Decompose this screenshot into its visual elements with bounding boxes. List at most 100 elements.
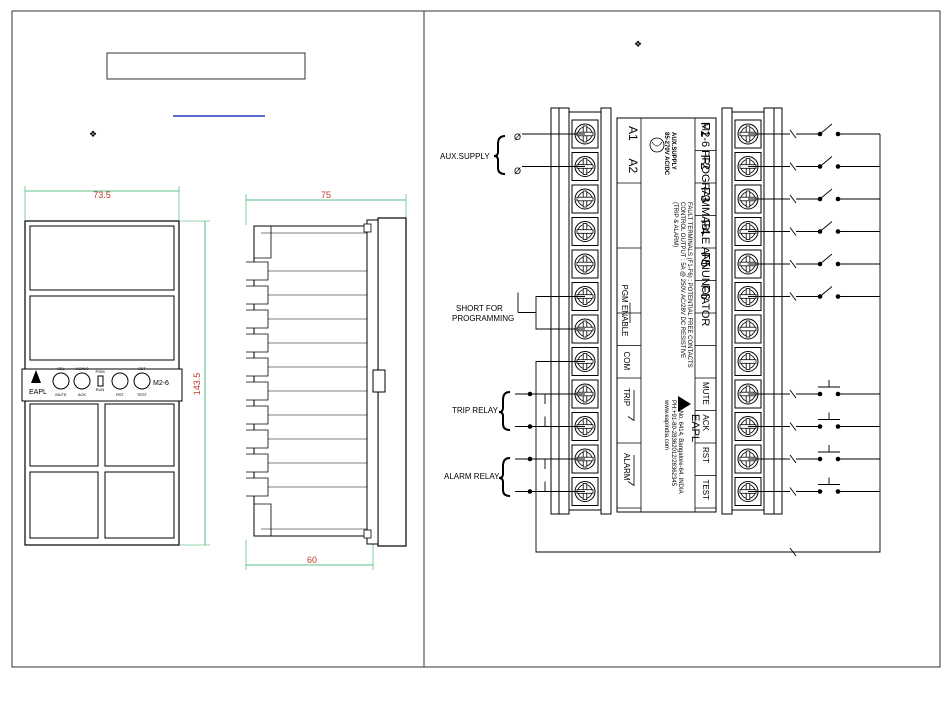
bullet-right: ❖ [634, 39, 642, 49]
page-border [11, 10, 941, 668]
aux-block-1: AUX.SUPPLY [670, 132, 676, 170]
right-terminal-label: ACK [701, 415, 710, 432]
title-box [106, 52, 306, 80]
key-label-run: RUN [96, 387, 105, 392]
rst-key [111, 372, 129, 390]
wire-break-mark [789, 162, 797, 171]
wire-break-mark [789, 422, 797, 431]
loop-break-mark [789, 547, 797, 557]
key-label-set: SET [138, 366, 146, 371]
fault-line: FAULT TERMINALS (F1-F6) : POTENTIAL FREE… [686, 202, 692, 368]
relay-contact-symbol [627, 390, 635, 422]
trip-contact-dot [527, 424, 533, 429]
aux-supply-icon [649, 137, 665, 153]
aux-supply-label: AUX.SUPPLY [440, 152, 490, 161]
trip-brace [498, 391, 511, 431]
left-terminal-label: A2 [626, 159, 640, 174]
right-terminal-label: RST [701, 447, 710, 463]
phi-symbol-2: Ø [514, 166, 521, 176]
pushbutton-terminal-dot [817, 489, 823, 494]
switch-blade [819, 188, 833, 200]
relay-contact-symbol [627, 455, 635, 487]
side-fin [246, 309, 269, 329]
company-name: EAPL [689, 414, 701, 442]
wire-break-mark [789, 129, 797, 139]
side-fin [246, 381, 269, 401]
short-label-line-2: PROGRAMMING [452, 314, 514, 323]
wire-break-mark [789, 194, 797, 204]
side-view: 75 60 [245, 190, 407, 570]
wire-break-mark [789, 389, 797, 399]
right-terminal-label: F3 [698, 187, 713, 202]
terminal-screw-right [734, 314, 762, 344]
right-terminal-label: MUTE [701, 382, 710, 405]
terminal-screw-right [734, 347, 762, 376]
left-terminal-label: TRIP [622, 388, 631, 406]
switch-blade [819, 286, 833, 297]
left-terminal-label: COM [622, 352, 631, 371]
common-loop-wire [535, 134, 881, 553]
pushbutton-terminal-dot [817, 391, 823, 397]
wire-break-mark [789, 227, 797, 236]
pushbutton-terminal-dot [817, 424, 823, 429]
terminal-screw-left [571, 249, 599, 279]
eapl-logo-icon [31, 370, 41, 383]
left-terminal-label: ALARM [622, 453, 631, 481]
wire-break-mark [789, 259, 797, 269]
aux-brace [493, 135, 506, 175]
side-fin [246, 333, 269, 353]
switch-blade [819, 253, 833, 265]
switch-blade [819, 123, 833, 135]
company-address: P.B.No. 6414, Bangalore-64. INDIA [677, 400, 683, 494]
control-line: CONTROL OUTPUT : 5A @ 250V AC/28V DC RES… [679, 202, 685, 358]
label-panel [616, 117, 717, 513]
trip-alarm-line: (TRIP & ALARM) [672, 202, 678, 247]
pushbutton-terminal-dot [817, 456, 823, 462]
wire-break-mark [789, 292, 797, 301]
terminal-screw-left [571, 217, 599, 246]
side-fin [246, 453, 269, 473]
side-bottom-dimension: 60 [307, 555, 317, 565]
set-test-key [133, 372, 151, 390]
right-terminal-label: F1 [698, 122, 713, 137]
side-fin [246, 405, 269, 425]
bullet-left: ❖ [89, 129, 97, 139]
front-view: 73.5 143.5 EAPL M2-6 SEL HO/NO PGM SET M… [21, 186, 210, 546]
right-terminal-label: F5 [698, 252, 713, 267]
phi-symbol-1: Ø [514, 132, 521, 142]
front-height-dimension: 143.5 [192, 373, 202, 396]
hono-ack-key [73, 372, 91, 390]
sel-mute-key [52, 372, 70, 390]
side-fins [246, 261, 367, 497]
alarm-contact-dot [527, 456, 533, 462]
switch-blade [819, 221, 833, 232]
product-title: M2-6 PROGRAMMABLE ANNUNCIATOR [699, 122, 711, 326]
left-terminal-label: PGM ENABLE [620, 285, 629, 337]
side-fin [246, 261, 269, 281]
short-label-line-1: SHORT FOR [456, 304, 503, 313]
side-fin [246, 477, 269, 497]
side-fin [246, 357, 269, 377]
aux-block-2: 85-270V AC/DC [663, 132, 669, 176]
switch-blade [819, 156, 833, 167]
left-terminal-label: A1 [626, 126, 640, 141]
wire-break-mark [789, 454, 797, 464]
alarm-contact-dot [527, 489, 533, 494]
wire-break-mark [789, 487, 797, 496]
trip-contact-dot [527, 391, 533, 397]
alarm-brace [498, 457, 511, 497]
wires [515, 123, 881, 557]
front-model: M2-6 [153, 380, 169, 387]
trip-relay-label: TRIP RELAY [452, 406, 499, 415]
terminal-screw-left [571, 184, 599, 214]
key-label-hono: HO/NO [75, 366, 88, 371]
key-label-pgm: PGM [95, 369, 104, 374]
alarm-relay-label: ALARM RELAY [444, 472, 500, 481]
front-width-dimension: 73.5 [93, 190, 111, 200]
right-terminal-label: F4 [698, 220, 713, 235]
right-terminal-label: TEST [701, 480, 710, 501]
right-terminal-label: F2 [698, 155, 713, 170]
